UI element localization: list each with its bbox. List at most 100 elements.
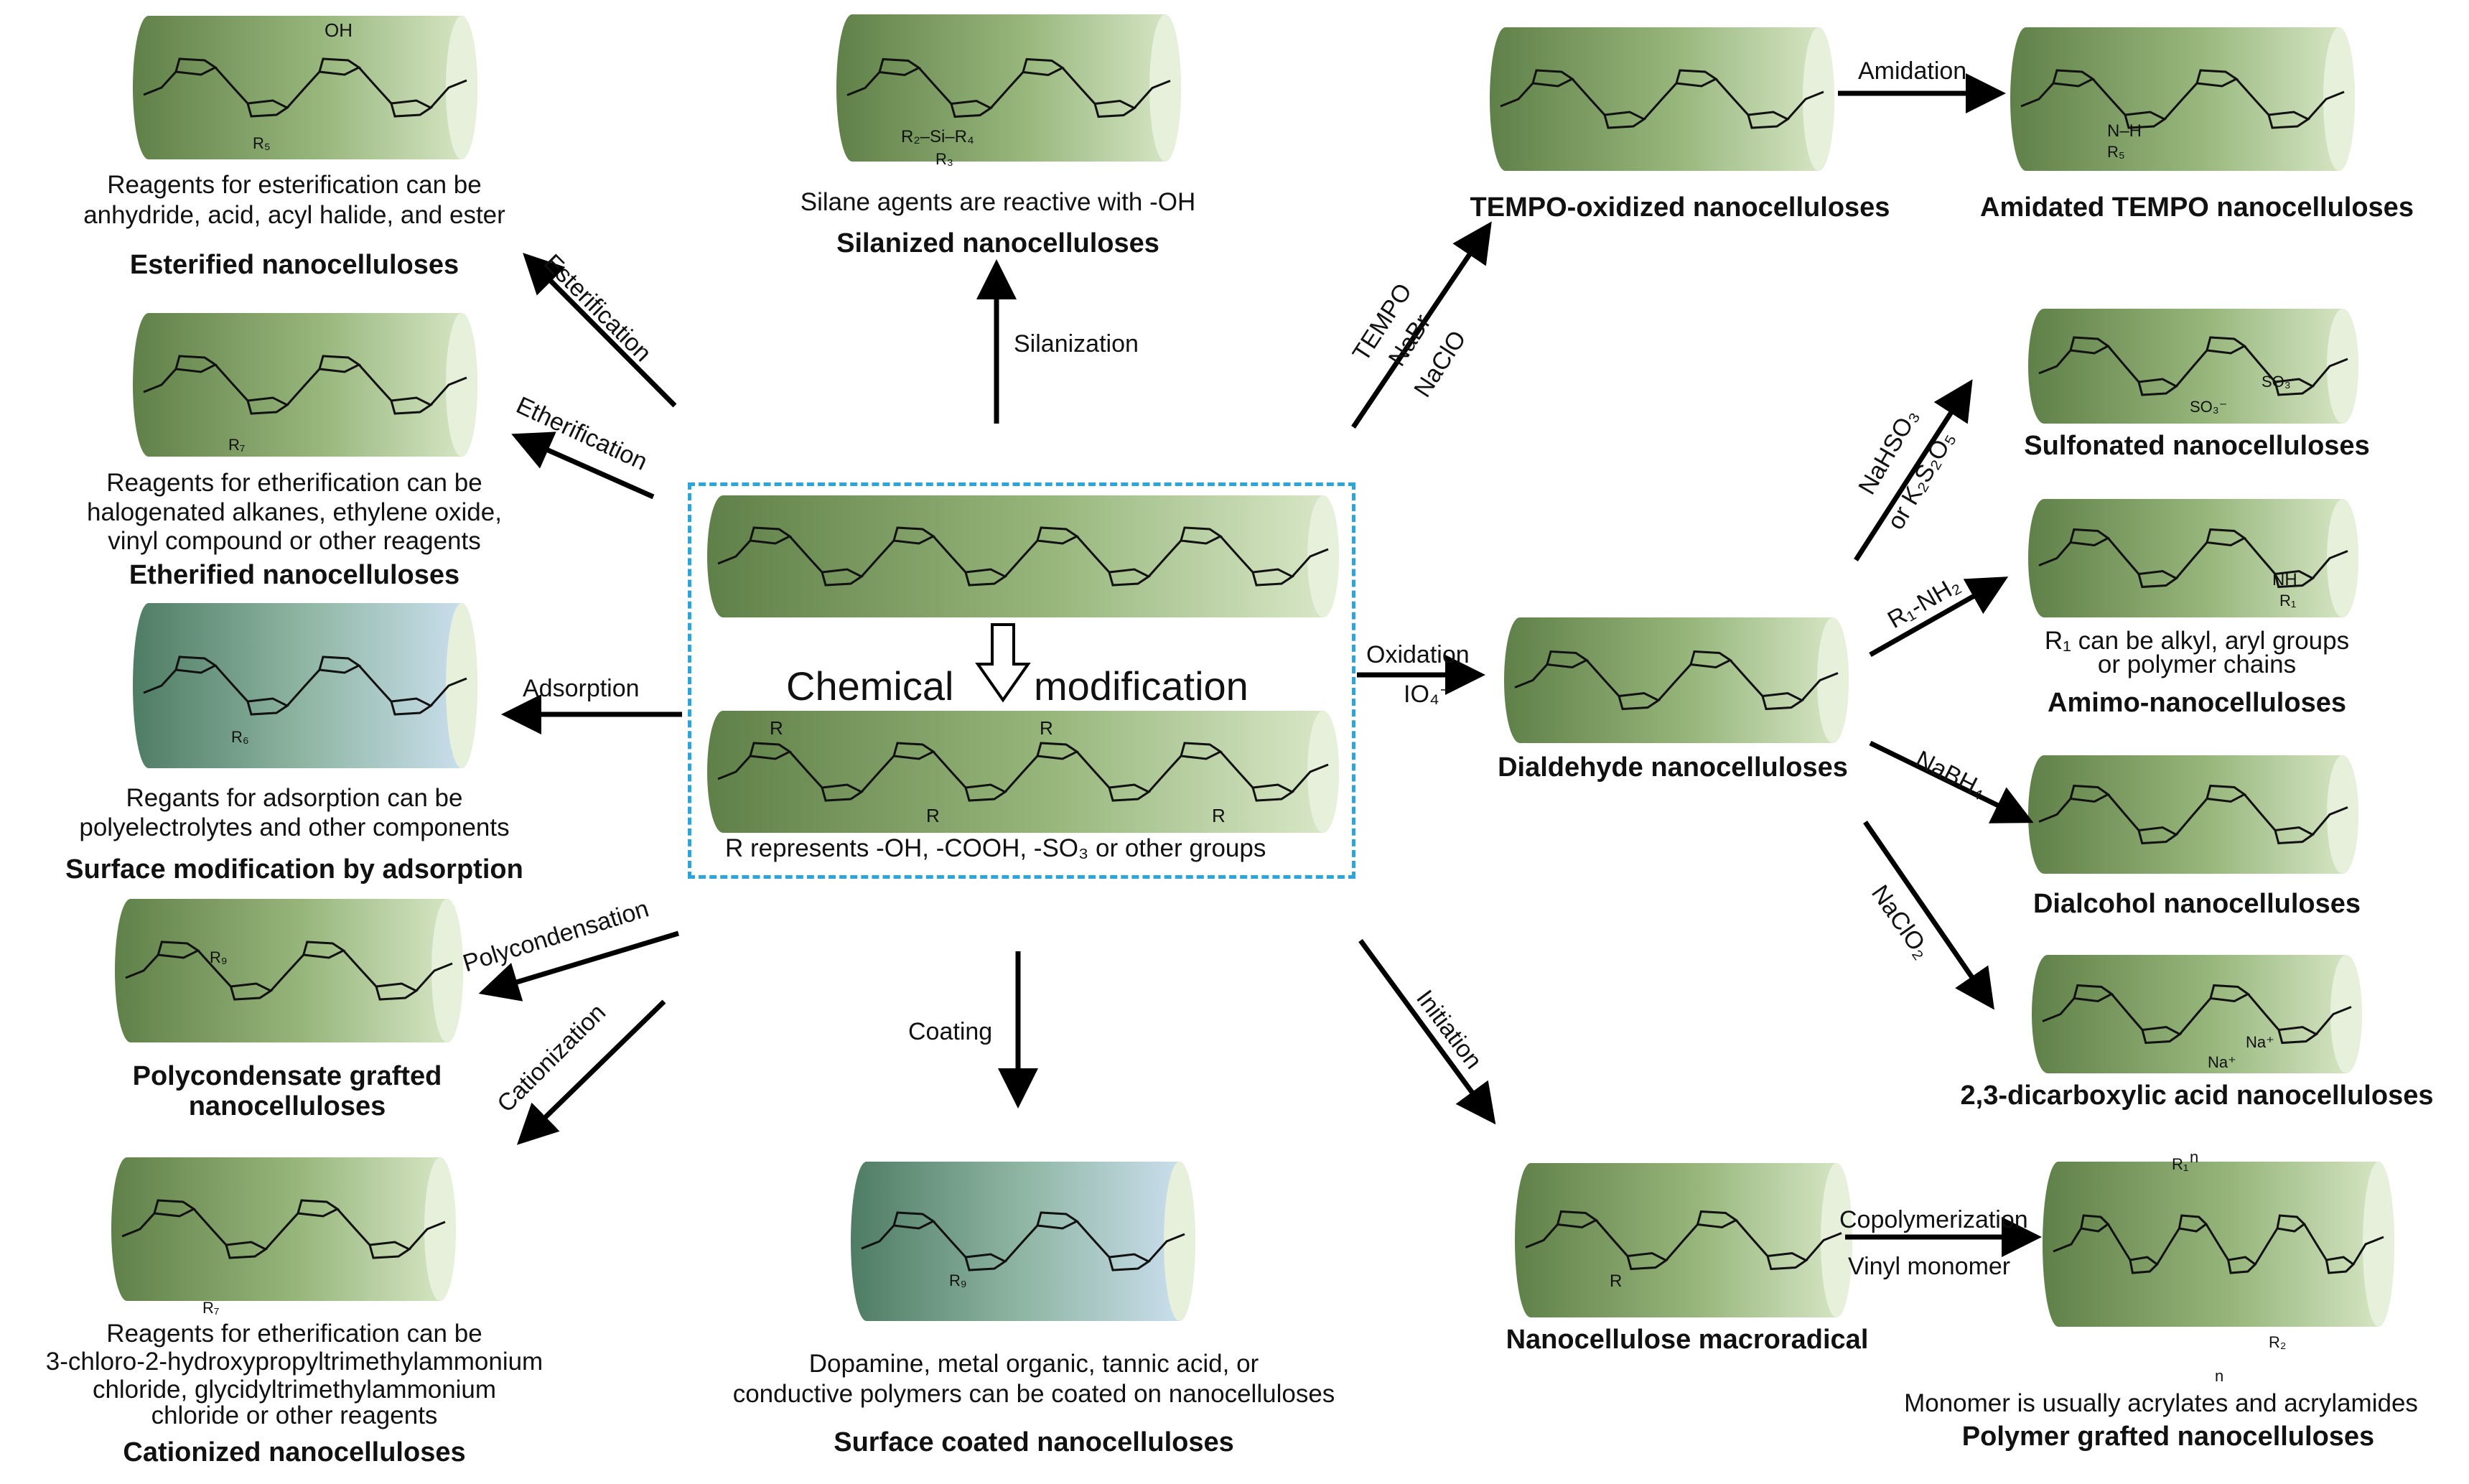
arrow-etherification bbox=[511, 431, 655, 500]
chain-cationized bbox=[121, 1199, 446, 1259]
modification-word: modification bbox=[1034, 663, 1248, 709]
chain-esterified bbox=[143, 57, 467, 118]
esterified-desc-2: anhydride, acid, acyl halide, and ester bbox=[83, 201, 505, 229]
chain-center-top bbox=[717, 526, 1329, 587]
label-oxidation: Oxidation bbox=[1366, 641, 1470, 668]
tempo-title: TEMPO-oxidized nanocelluloses bbox=[1470, 192, 1890, 223]
chain-adsorption bbox=[143, 655, 467, 716]
chain-macroradical bbox=[1525, 1210, 1842, 1271]
arrow-initiation bbox=[1358, 938, 1496, 1125]
coated-title: Surface coated nanocelluloses bbox=[834, 1427, 1234, 1457]
chemical-word: Chemical bbox=[786, 663, 954, 709]
cellulose-chain-structures bbox=[121, 57, 2384, 1274]
chem-na-a: Na⁺ bbox=[2208, 1053, 2236, 1071]
chem-r-center-d: R bbox=[1212, 805, 1226, 826]
chem-silane: R₂–Si–R₄ bbox=[901, 127, 974, 146]
arrow-amination bbox=[1869, 577, 2009, 658]
polymer-grafted-title: Polymer grafted nanocelluloses bbox=[1961, 1422, 2375, 1452]
arrow-tempo bbox=[1351, 221, 1492, 429]
silanized-title: Silanized nanocelluloses bbox=[836, 228, 1159, 258]
macroradical-title: Nanocellulose macroradical bbox=[1506, 1325, 1869, 1355]
chem-na-b: Na⁺ bbox=[2246, 1033, 2274, 1051]
adsorption-title: Surface modification by adsorption bbox=[65, 854, 523, 885]
label-coating: Coating bbox=[908, 1018, 993, 1045]
chain-amidated bbox=[2020, 69, 2345, 129]
central-modification-box bbox=[688, 482, 1355, 879]
chem-n-bottom: n bbox=[2215, 1367, 2224, 1385]
chem-n-top: n bbox=[2190, 1148, 2199, 1166]
chain-etherified bbox=[143, 355, 467, 415]
esterified-title: Esterified nanocelluloses bbox=[129, 250, 459, 280]
chem-r-center-c: R bbox=[926, 805, 940, 826]
amimo-title: Amimo-nanocelluloses bbox=[2048, 688, 2346, 718]
reaction-arrows bbox=[478, 73, 2042, 1257]
chem-r7-cation: R₇ bbox=[202, 1299, 220, 1317]
modification-down-arrow bbox=[975, 623, 1031, 703]
chem-r5-amide: R₅ bbox=[2107, 143, 2125, 161]
coated-desc-1: Dopamine, metal organic, tannic acid, or bbox=[808, 1350, 1259, 1378]
chem-r6: R₆ bbox=[231, 728, 249, 746]
silanized-desc: Silane agents are reactive with -OH bbox=[800, 188, 1196, 216]
label-copolymerization: Copolymerization bbox=[1839, 1206, 2028, 1233]
chem-r7-ether: R₇ bbox=[228, 436, 246, 454]
chem-r-center-a: R bbox=[770, 717, 783, 739]
cationized-desc-2: 3-chloro-2-hydroxypropyltrimethylammoniu… bbox=[45, 1348, 543, 1376]
label-amidation: Amidation bbox=[1858, 57, 1967, 85]
chem-r5: R₅ bbox=[253, 134, 271, 152]
sulfonated-title: Sulfonated nanocelluloses bbox=[2024, 431, 2370, 461]
label-oxidation-reagent: IO₄⁻ bbox=[1404, 681, 1452, 708]
etherified-desc-2: halogenated alkanes, ethylene oxide, bbox=[87, 498, 502, 526]
dialdehyde-title: Dialdehyde nanocelluloses bbox=[1498, 752, 1848, 783]
polymer-grafted-desc: Monomer is usually acrylates and acrylam… bbox=[1904, 1389, 2418, 1417]
chem-r1: R₁ bbox=[2279, 592, 2297, 610]
arrow-chlorite-oxidation bbox=[1863, 821, 1994, 1010]
adsorption-desc-2: polyelectrolytes and other components bbox=[79, 813, 510, 841]
chem-r-macro: R bbox=[1610, 1271, 1623, 1291]
chem-r9-coat: R₉ bbox=[949, 1271, 967, 1289]
arrow-sulfonation bbox=[1854, 379, 1973, 561]
chain-dicarboxylic bbox=[2042, 984, 2352, 1045]
chemical-title: Chemical bbox=[786, 663, 954, 709]
chain-polycondensate bbox=[125, 941, 453, 1001]
label-silanization: Silanization bbox=[1014, 330, 1139, 358]
polycondensate-title-1: Polycondensate grafted bbox=[132, 1061, 442, 1091]
chem-nh: NH bbox=[2272, 570, 2297, 589]
chem-so3-a: SO₃⁻ bbox=[2262, 373, 2300, 391]
label-vinyl-monomer: Vinyl monomer bbox=[1848, 1253, 2011, 1280]
r-group-note: R represents -OH, -COOH, -SO₃ or other g… bbox=[725, 834, 1266, 862]
amidated-title: Amidated TEMPO nanocelluloses bbox=[1980, 192, 2414, 223]
cationized-desc-1: Reagents for etherification can be bbox=[106, 1320, 482, 1348]
cationized-desc-3: chloride, glycidyltrimethylammonium bbox=[92, 1376, 497, 1404]
dicarboxylic-title: 2,3-dicarboxylic acid nanocelluloses bbox=[1960, 1081, 2434, 1111]
chain-center-bottom bbox=[717, 742, 1329, 802]
chem-oh-esterified: OH bbox=[325, 19, 353, 41]
arrow-reduction bbox=[1869, 740, 2034, 823]
chem-r9-poly: R₉ bbox=[210, 948, 228, 966]
etherified-desc-3: vinyl compound or other reagents bbox=[108, 527, 481, 555]
arrow-esterification bbox=[523, 253, 677, 408]
chem-so3-b: SO₃⁻ bbox=[2190, 398, 2228, 416]
coated-desc-2: conductive polymers can be coated on nan… bbox=[732, 1380, 1335, 1408]
amimo-desc-2: or polymer chains bbox=[2097, 650, 2297, 678]
chain-coated bbox=[861, 1211, 1185, 1271]
chem-r2-graft: R₂ bbox=[2269, 1333, 2287, 1351]
amimo-desc-1: R₁ can be alkyl, aryl groups bbox=[2044, 627, 2350, 655]
arrow-cationization bbox=[516, 999, 666, 1145]
chain-silanized bbox=[846, 57, 1171, 118]
etherified-desc-1: Reagents for etherification can be bbox=[106, 469, 482, 497]
chain-dialcohol bbox=[2038, 784, 2348, 845]
arrow-polycondensation bbox=[478, 930, 680, 1002]
chem-r3: R₃ bbox=[935, 150, 953, 168]
chain-sulfonated bbox=[2038, 336, 2348, 396]
chem-r1-graft: R₁ bbox=[2172, 1155, 2189, 1173]
etherified-title: Etherified nanocelluloses bbox=[129, 560, 460, 590]
chain-dialdehyde bbox=[1514, 650, 1839, 711]
chem-nh-amide: N–H bbox=[2107, 121, 2142, 141]
chem-r-center-b: R bbox=[1040, 717, 1053, 739]
adsorption-desc-1: Regants for adsorption can be bbox=[126, 784, 463, 812]
cationized-title: Cationized nanocelluloses bbox=[123, 1437, 466, 1467]
polycondensate-title-2: nanocelluloses bbox=[188, 1091, 386, 1121]
label-adsorption: Adsorption bbox=[523, 675, 640, 702]
dialcohol-title: Dialcohol nanocelluloses bbox=[2032, 889, 2361, 919]
